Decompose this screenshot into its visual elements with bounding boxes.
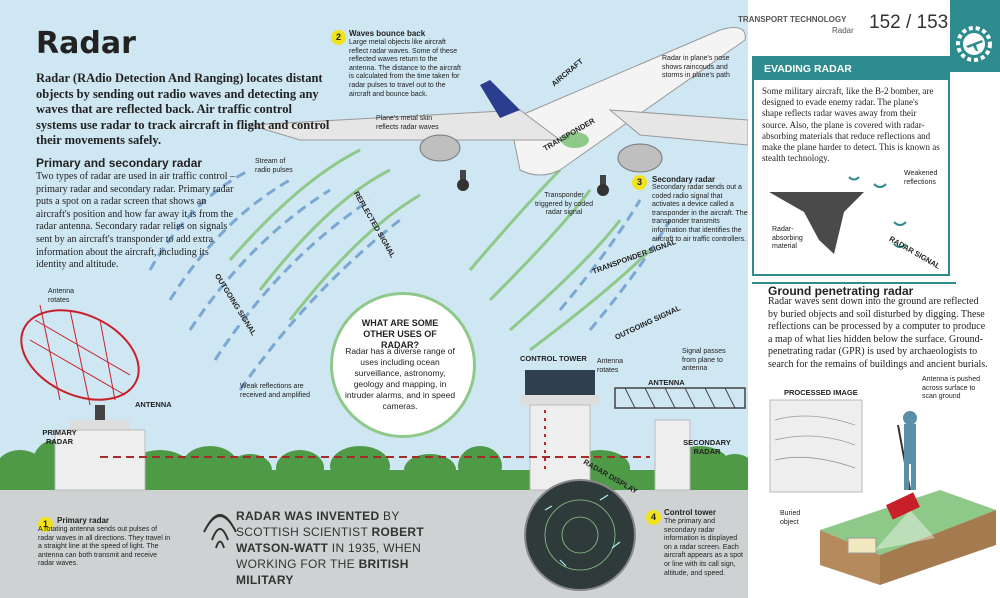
section-label: TRANSPORT TECHNOLOGY [738,15,847,24]
label-weakened: Weakened reflections [904,170,938,186]
radar-display [524,479,636,591]
question-title: WHAT ARE SOME OTHER USES OF RADAR? [361,318,439,350]
evading-radar-text: Some military aircraft, like the B-2 bom… [762,86,940,164]
fact-part5: BRITISH MILITARY [236,557,409,587]
step-2-title: Waves bounce back [349,29,426,38]
fact-part2: BY SCOTTISH SCIENTIST [236,509,400,539]
primary-secondary-heading: Primary and secondary radar [36,156,203,170]
processed-image-panel [769,399,863,493]
label-nose-radar: Radar in plane's nose shows raincouds an… [662,55,730,80]
label-weak-reflections: Weak reflections are received and amplif… [240,383,311,399]
step-3-title: Secondary radar [652,175,716,184]
fact-part1: RADAR WAS INVENTED [236,509,380,523]
page-numbers: 152 / 153 [869,12,949,33]
label-transponder-triggered: Transponder triggered by coded radar sig… [535,192,593,217]
question-bubble [330,292,476,438]
step-1-title: Primary radar [57,516,110,525]
fingerprint-icon [203,514,237,549]
step-3-number: 3 [632,175,647,190]
step-4-text: The primary and secondary radar informat… [664,518,743,577]
subsection-label: Radar [832,26,854,35]
gpr-illustration [769,399,996,585]
outgoing-waves [148,168,672,391]
control-tower [520,370,600,491]
label-primary-radar: PRIMARY RADAR [42,428,77,446]
step-4-title: Control tower [664,508,716,517]
evading-radar-box: EVADING RADAR Some military aircraft, li… [752,56,950,276]
evading-radar-heading: EVADING RADAR [754,58,948,80]
gpr-text: Radar waves sent down into the ground ar… [768,296,988,370]
label-stream-pulses: Stream of radio pulses [255,158,293,174]
label-antenna-rotates: Antenna rotates [48,288,75,304]
label-metal-skin: Plane's metal skin reflects radar waves [376,115,439,131]
step-1-number: 1 [38,517,53,532]
airplane-illustration [249,27,748,196]
reflected-waves [228,148,652,352]
step-4-number: 4 [646,510,661,525]
intro-text: Radar (RAdio Detection And Ranging) loca… [36,71,330,147]
gpr-heading: Ground penetrating radar [768,284,914,298]
label-antenna-rotates-2: Antenna rotates [597,358,624,374]
label-secondary-radar: SECONDARY RADAR [683,438,731,456]
step-1-text: A rotating antenna sends out pulses of r… [38,526,171,568]
label-antenna-pushed: Antenna is pushed across surface to scan… [922,376,980,401]
gpr-divider [752,282,956,284]
primary-radar-dish [20,304,146,491]
fact-part4: IN 1935, WHEN WORKING FOR THE [236,541,422,571]
invention-fact: RADAR WAS INVENTED BY SCOTTISH SCIENTIST… [236,508,462,588]
label-signal-passes: Signal passes from plane to antenna [682,348,726,373]
page-title: Radar [36,26,136,61]
step-3-text: Secondary radar sends out a coded radio … [652,184,748,243]
label-absorbing: Radar-absorbing material [772,226,803,251]
label-antenna: ANTENNA [135,400,172,409]
step-2-text: Large metal objects like aircraft reflec… [349,39,461,98]
question-text: Radar has a diverse range of uses includ… [344,346,456,411]
step-2-number: 2 [331,30,346,45]
stealth-bomber-illustration [769,176,907,254]
radar-illustration [0,27,748,591]
gear-plane-icon [956,26,992,62]
fact-part3: ROBERT WATSON-WATT [236,525,424,555]
label-buried-object: Buried object [780,510,801,526]
label-processed-image: PROCESSED IMAGE [784,388,858,397]
secondary-radar [614,387,746,491]
label-antenna-2: ANTENNA [648,378,685,387]
label-control-tower: CONTROL TOWER [520,354,587,363]
primary-secondary-text: Two types of radar are used in air traff… [36,171,236,271]
